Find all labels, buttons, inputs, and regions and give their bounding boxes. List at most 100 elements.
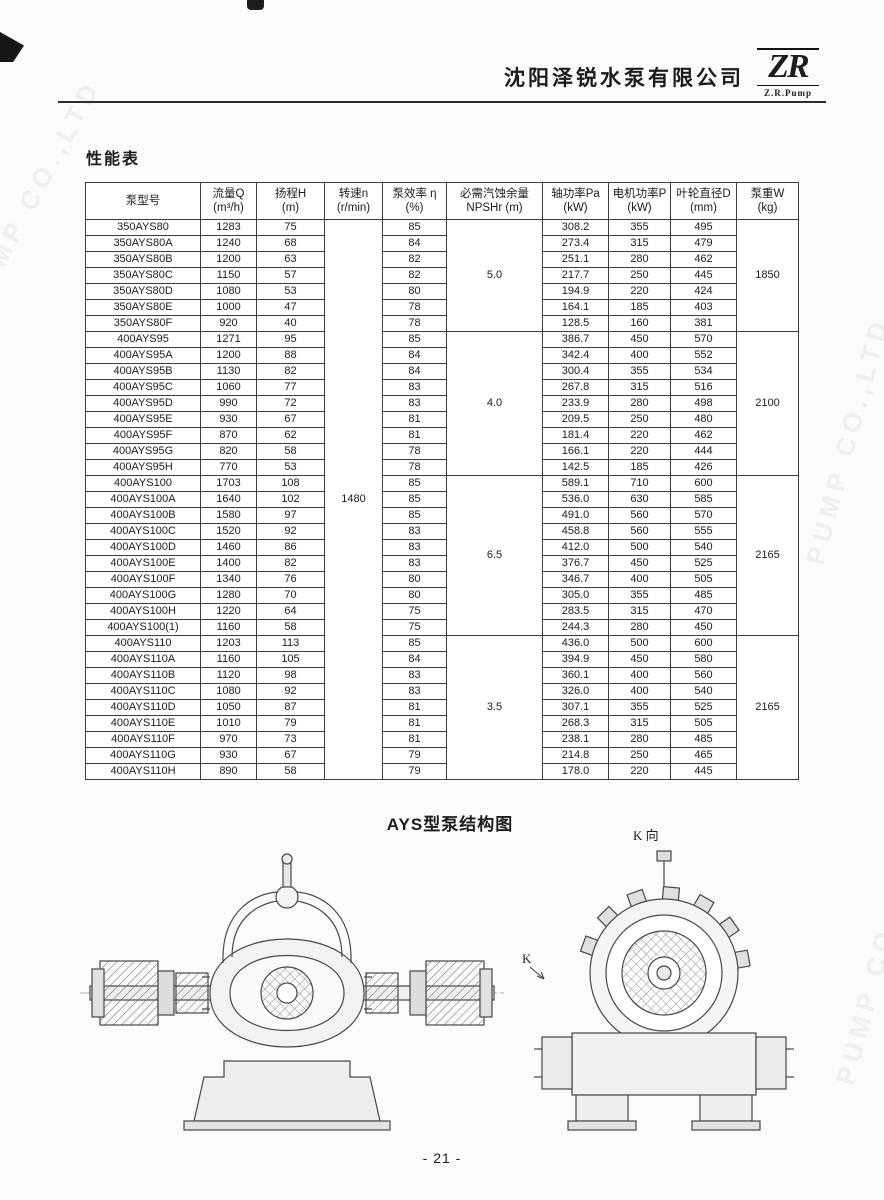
shaft-power-cell: 342.4: [542, 347, 609, 364]
motor-power-cell: 280: [608, 395, 671, 412]
head-cell: 92: [256, 683, 325, 700]
pump-model-cell: 400AYS100: [85, 475, 201, 492]
efficiency-cell: 84: [382, 235, 447, 252]
head-cell: 77: [256, 379, 325, 396]
flow-cell: 1120: [200, 667, 257, 684]
efficiency-cell: 81: [382, 411, 447, 428]
flow-cell: 1283: [200, 219, 257, 236]
impeller-diameter-cell: 485: [670, 731, 737, 748]
efficiency-cell: 78: [382, 299, 447, 316]
efficiency-cell: 85: [382, 491, 447, 508]
pump-structure-diagram: K: [72, 845, 816, 1150]
shaft-power-cell: 267.8: [542, 379, 609, 396]
head-cell: 67: [256, 411, 325, 428]
impeller-diameter-cell: 540: [670, 683, 737, 700]
column-header: 转速n(r/min): [324, 182, 383, 220]
efficiency-cell: 83: [382, 667, 447, 684]
impeller-diameter-cell: 426: [670, 459, 737, 476]
head-cell: 92: [256, 523, 325, 540]
head-cell: 105: [256, 651, 325, 668]
flow-cell: 1400: [200, 555, 257, 572]
efficiency-cell: 83: [382, 539, 447, 556]
pump-model-cell: 400AYS95G: [85, 443, 201, 460]
pump-model-cell: 400AYS95E: [85, 411, 201, 428]
head-cell: 86: [256, 539, 325, 556]
company-logo: ZR Z.R.Pump: [757, 48, 819, 98]
pump-model-cell: 400AYS95H: [85, 459, 201, 476]
impeller-diameter-cell: 552: [670, 347, 737, 364]
table-wrapper: 泵型号流量Q(m³/h)扬程H(m)转速n(r/min)泵效率 η(%)必需汽蚀…: [85, 182, 799, 780]
impeller-diameter-cell: 600: [670, 635, 737, 652]
efficiency-cell: 78: [382, 443, 447, 460]
head-cell: 73: [256, 731, 325, 748]
motor-power-cell: 280: [608, 731, 671, 748]
pump-model-cell: 400AYS100B: [85, 507, 201, 524]
head-cell: 64: [256, 603, 325, 620]
shaft-power-cell: 458.8: [542, 523, 609, 540]
shaft-power-cell: 394.9: [542, 651, 609, 668]
shaft-power-cell: 307.1: [542, 699, 609, 716]
efficiency-cell: 80: [382, 283, 447, 300]
watermark-text: PUMP CO.,LTD: [800, 312, 884, 568]
motor-power-cell: 220: [608, 283, 671, 300]
efficiency-cell: 85: [382, 219, 447, 236]
section-title: 性能表: [86, 151, 141, 168]
efficiency-cell: 75: [382, 603, 447, 620]
motor-power-cell: 710: [608, 475, 671, 492]
impeller-diameter-cell: 462: [670, 251, 737, 268]
head-cell: 53: [256, 459, 325, 476]
motor-power-cell: 185: [608, 299, 671, 316]
motor-power-cell: 315: [608, 235, 671, 252]
column-header: 泵效率 η(%): [382, 182, 447, 220]
flow-cell: 1203: [200, 635, 257, 652]
shaft-power-cell: 142.5: [542, 459, 609, 476]
header-row: 泵型号流量Q(m³/h)扬程H(m)转速n(r/min)泵效率 η(%)必需汽蚀…: [85, 182, 799, 220]
column-header: 电机功率P(kW): [608, 182, 671, 220]
impeller-diameter-cell: 403: [670, 299, 737, 316]
motor-power-cell: 315: [608, 715, 671, 732]
head-cell: 70: [256, 587, 325, 604]
shaft-power-cell: 128.5: [542, 315, 609, 332]
shaft-power-cell: 326.0: [542, 683, 609, 700]
efficiency-cell: 79: [382, 747, 447, 764]
efficiency-cell: 83: [382, 395, 447, 412]
performance-table: 泵型号流量Q(m³/h)扬程H(m)转速n(r/min)泵效率 η(%)必需汽蚀…: [85, 182, 799, 780]
motor-power-cell: 630: [608, 491, 671, 508]
head-cell: 75: [256, 219, 325, 236]
flow-cell: 1580: [200, 507, 257, 524]
head-cell: 57: [256, 267, 325, 284]
flow-cell: 1130: [200, 363, 257, 380]
impeller-diameter-cell: 540: [670, 539, 737, 556]
head-cell: 40: [256, 315, 325, 332]
head-cell: 62: [256, 427, 325, 444]
head-cell: 82: [256, 363, 325, 380]
head-cell: 72: [256, 395, 325, 412]
shaft-power-cell: 360.1: [542, 667, 609, 684]
pump-model-cell: 400AYS95A: [85, 347, 201, 364]
shaft-power-cell: 346.7: [542, 571, 609, 588]
shaft-power-cell: 251.1: [542, 251, 609, 268]
column-header: 泵型号: [85, 182, 201, 220]
flow-cell: 1160: [200, 651, 257, 668]
impeller-diameter-cell: 465: [670, 747, 737, 764]
shaft-power-cell: 268.3: [542, 715, 609, 732]
impeller-diameter-cell: 525: [670, 699, 737, 716]
page-number: - 21 -: [422, 1150, 462, 1166]
pump-diagram-svg: K: [80, 850, 794, 1131]
k-section-arrow: K: [522, 951, 545, 980]
pump-model-cell: 400AYS100D: [85, 539, 201, 556]
column-header: 叶轮直径D(mm): [670, 182, 737, 220]
impeller-diameter-cell: 580: [670, 651, 737, 668]
shaft-power-cell: 305.0: [542, 587, 609, 604]
